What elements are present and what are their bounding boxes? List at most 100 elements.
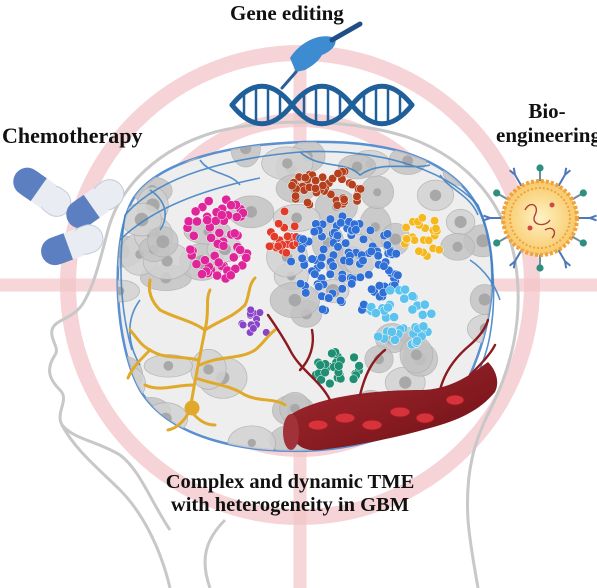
tumor-cell <box>185 244 196 255</box>
tumor-cell <box>345 257 355 267</box>
background-cell-nucleus <box>452 241 463 252</box>
tumor-cell <box>296 279 306 289</box>
tumor-cell <box>214 227 225 238</box>
tumor-cell <box>297 253 307 263</box>
cluster-brown <box>287 166 366 210</box>
tumor-cell <box>309 227 319 237</box>
tumor-cell <box>426 308 437 319</box>
tumor-cell <box>291 191 301 201</box>
tumor-cell <box>324 293 334 303</box>
tumor-cell <box>202 215 213 225</box>
background-cell-nucleus <box>239 142 252 155</box>
tumor-cell <box>335 296 346 306</box>
background-cell-nucleus <box>454 215 467 229</box>
tumor-cell <box>370 308 381 318</box>
tumor-cell <box>383 229 393 239</box>
tumor-cell <box>383 302 393 313</box>
background-cell-nucleus <box>476 234 490 248</box>
tumor-cell <box>347 180 357 190</box>
background-cell-nucleus <box>389 233 402 245</box>
label-tme-line1: Complex and dynamic TME <box>165 471 415 493</box>
tumor-cell <box>414 246 424 256</box>
tumor-cell <box>301 288 311 298</box>
blood-vessel-icon <box>266 313 498 451</box>
tumor-cell <box>374 281 385 291</box>
tumor-cell <box>336 218 346 228</box>
background-cell-nucleus <box>451 428 463 440</box>
tumor-cell <box>325 214 335 224</box>
background-cell-nucleus <box>134 212 149 227</box>
tumor-cell <box>317 253 327 263</box>
tumor-cell <box>311 183 320 193</box>
tumor-cell <box>296 244 306 254</box>
background-cell-nucleus <box>291 212 302 224</box>
ligand-dot <box>493 189 509 201</box>
tumor-cell <box>401 223 411 232</box>
tumor-cell <box>218 240 229 251</box>
tumor-cell <box>333 231 343 241</box>
tumor-cell <box>354 361 364 371</box>
tumor-cell <box>290 221 300 231</box>
label-chemotherapy: Chemotherapy <box>2 123 143 148</box>
tumor-cell <box>212 270 222 281</box>
gene-editing-hand-icon <box>280 21 363 90</box>
tumor-cell <box>235 244 246 255</box>
ligand-dot <box>571 235 587 247</box>
ligand-dot <box>536 255 544 272</box>
background-cell-nucleus <box>351 161 363 173</box>
tumor-cell <box>367 284 377 294</box>
tumor-cell <box>412 336 422 346</box>
tumor-cell <box>310 269 320 279</box>
tumor-cell <box>325 269 335 279</box>
cluster-red <box>265 206 302 258</box>
cluster-magenta <box>182 194 252 284</box>
tumor-cell <box>311 176 321 186</box>
background-cell-nucleus <box>245 205 257 218</box>
tumor-cell <box>213 257 224 268</box>
tumor-cell <box>206 233 216 243</box>
tumor-cell <box>431 224 441 233</box>
tumor-cell <box>385 285 396 296</box>
cluster-blue <box>286 211 403 315</box>
tumor-cell <box>273 241 283 251</box>
tumor-cell <box>390 335 400 345</box>
tumor-cell <box>286 256 296 267</box>
antibody-icon <box>483 214 503 222</box>
tumor-cell <box>231 212 242 222</box>
background-cell-nucleus <box>288 293 302 307</box>
label-tme: Complex and dynamic TME with heterogenei… <box>150 471 430 517</box>
background-cell-nucleus <box>478 293 491 306</box>
background-cell-nucleus <box>203 364 214 375</box>
background-cell-nucleus <box>373 188 382 197</box>
antibody-icon <box>508 167 523 187</box>
neuron-icon <box>126 276 287 432</box>
cluster-yellow <box>400 213 444 261</box>
tumor-cell <box>407 291 418 302</box>
capsule-pill-icon <box>13 167 125 266</box>
tumor-cell <box>328 174 338 184</box>
tumor-cell <box>417 213 427 223</box>
tumor-cell <box>314 282 324 292</box>
tumor-cell <box>358 234 369 244</box>
antibody-icon <box>577 214 597 222</box>
tumor-cell <box>229 228 240 239</box>
ligand-dot <box>493 235 509 247</box>
background-cell-nucleus <box>163 360 174 371</box>
dna-helix-icon <box>229 83 415 127</box>
tumor-cell <box>197 269 207 280</box>
tumor-cell <box>316 375 326 385</box>
background-cell-nucleus <box>411 349 422 361</box>
tumor-cell <box>337 284 347 294</box>
background-cell-nucleus <box>145 422 155 432</box>
tumor-cell-clusters <box>182 166 444 389</box>
background-cell-nucleus <box>122 379 131 388</box>
tumor-cell <box>339 194 349 204</box>
tumor-cell <box>283 231 293 241</box>
tumor-cell <box>366 246 376 256</box>
tumor-cell <box>241 252 252 263</box>
tumor-cell <box>382 240 392 250</box>
tumor-cell <box>418 321 429 332</box>
tumor-cell <box>347 279 357 289</box>
tumor-cell <box>391 249 401 259</box>
